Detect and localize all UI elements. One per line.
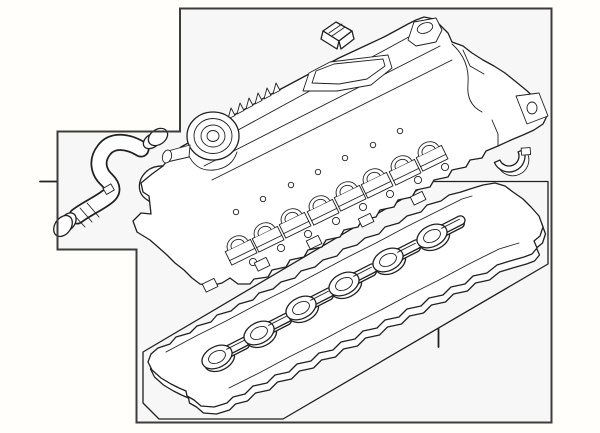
boss-instance	[413, 175, 423, 185]
boss-instance	[358, 202, 368, 212]
minib-instance	[232, 208, 240, 216]
gasket-lower-rim	[228, 242, 520, 389]
half-moon-seal	[493, 147, 532, 177]
gasket-upper-rim	[165, 195, 473, 353]
boss-instance	[276, 243, 286, 253]
outer-border	[56, 7, 553, 424]
minib-instance	[341, 154, 349, 162]
boss-instance	[331, 216, 341, 226]
valve-cover-gasket	[147, 182, 547, 415]
boss-instance	[303, 229, 313, 239]
minib-instance	[396, 127, 404, 135]
cover-top-plate	[302, 54, 393, 92]
minib-instance	[369, 141, 377, 149]
minib-instance	[287, 181, 295, 189]
hose-clip-tab	[102, 183, 115, 195]
highlight-frame	[142, 180, 549, 420]
boss-instance	[385, 189, 395, 199]
hose-body	[70, 135, 148, 223]
minib-instance	[259, 195, 267, 203]
minib-instance	[314, 168, 322, 176]
cable-clip	[320, 21, 355, 50]
valve-cover	[132, 16, 549, 293]
boss-instance	[440, 162, 450, 172]
ccv-oil-separator	[161, 111, 240, 171]
